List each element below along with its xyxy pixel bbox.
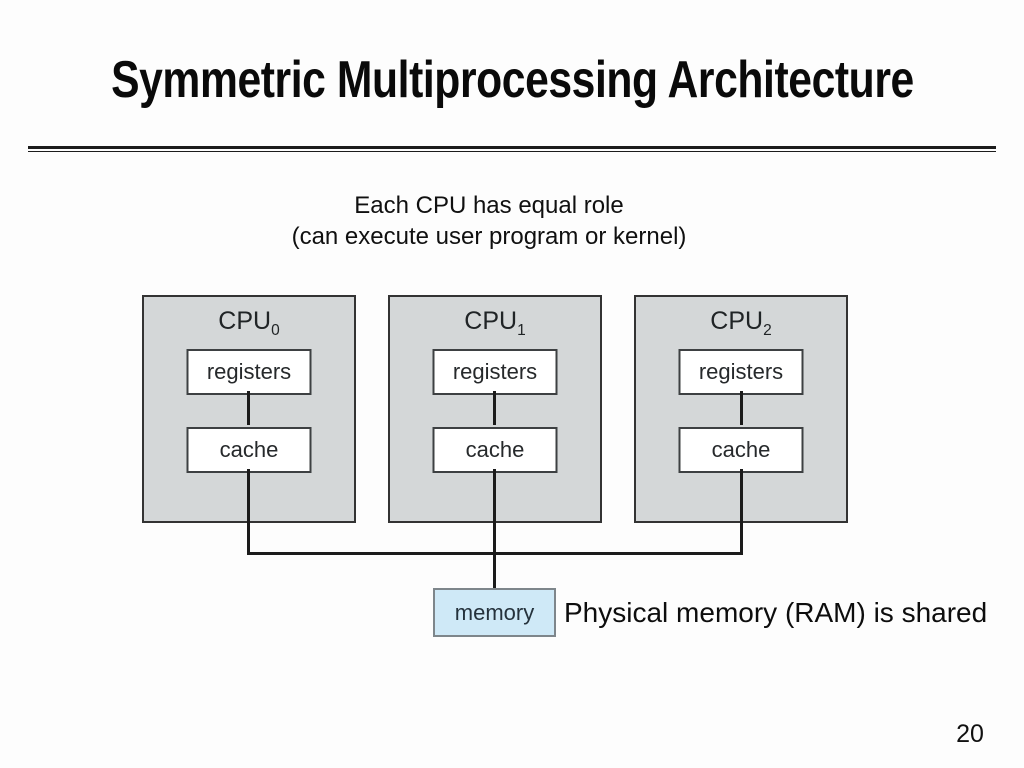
subtitle-line-1: Each CPU has equal role bbox=[354, 192, 624, 219]
cpu0-cache-box: cache bbox=[186, 427, 312, 473]
cpu0-cache-to-bus-connector bbox=[247, 469, 250, 555]
cpu0-registers-label: registers bbox=[206, 359, 292, 384]
memory-box: memory bbox=[433, 588, 556, 637]
cpu1-registers-box: registers bbox=[432, 349, 558, 395]
cpu0-box: CPU0 registers cache bbox=[142, 295, 356, 523]
cpu2-label-text: CPU bbox=[710, 307, 764, 335]
cpu2-cache-to-bus-connector bbox=[740, 469, 743, 555]
cpu2-cache-box: cache bbox=[678, 427, 804, 473]
subtitle: Each CPU has equal role (can execute use… bbox=[0, 190, 978, 252]
memory-label: memory bbox=[454, 599, 535, 625]
title-divider bbox=[28, 146, 996, 152]
page-number: 20 bbox=[956, 720, 984, 748]
cpu0-label-subscript: 0 bbox=[271, 322, 280, 339]
slide-title-text: Symmetric Multiprocessing Architecture bbox=[110, 51, 914, 109]
memory-note: Physical memory (RAM) is shared bbox=[564, 597, 988, 628]
cpu2-registers-label: registers bbox=[698, 359, 784, 384]
cpu1-label: CPU1 bbox=[390, 307, 600, 340]
cpu1-registers-to-cache-connector bbox=[493, 391, 496, 425]
slide-title: Symmetric Multiprocessing Architecture bbox=[0, 54, 1024, 106]
cpu2-registers-to-cache-connector bbox=[740, 391, 743, 425]
cpu0-registers-box: registers bbox=[186, 349, 312, 395]
cpu0-cache-label: cache bbox=[219, 437, 279, 462]
cpu1-cache-to-memory-connector bbox=[493, 469, 496, 590]
cpu0-label: CPU0 bbox=[144, 307, 354, 340]
cpu1-cache-box: cache bbox=[432, 427, 558, 473]
cpu0-registers-to-cache-connector bbox=[247, 391, 250, 425]
cpu2-cache-label: cache bbox=[711, 437, 771, 462]
cpu1-cache-label: cache bbox=[465, 437, 525, 462]
cpu2-label-subscript: 2 bbox=[763, 322, 772, 339]
subtitle-line-2: (can execute user program or kernel) bbox=[291, 223, 687, 250]
cpu1-registers-label: registers bbox=[452, 359, 538, 384]
cpu1-label-text: CPU bbox=[464, 307, 518, 335]
shared-bus-line bbox=[247, 552, 743, 555]
cpu2-registers-box: registers bbox=[678, 349, 804, 395]
cpu2-label: CPU2 bbox=[636, 307, 846, 340]
cpu0-label-text: CPU bbox=[218, 307, 272, 335]
cpu1-label-subscript: 1 bbox=[517, 322, 526, 339]
